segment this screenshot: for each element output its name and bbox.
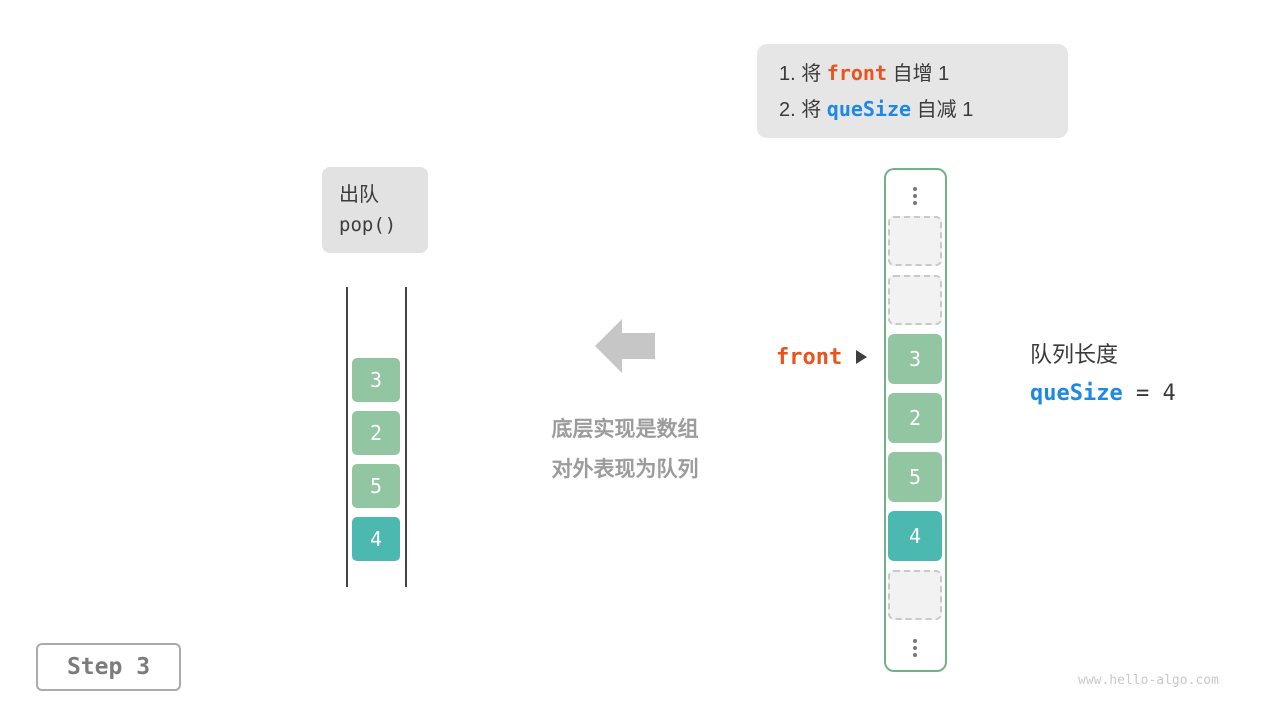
step-badge: Step 3 xyxy=(36,643,181,691)
array-cell-empty xyxy=(888,216,942,266)
array-cell-front: 3 xyxy=(888,334,942,384)
front-arrow-icon xyxy=(856,350,868,364)
queue-item-tail: 4 xyxy=(352,517,400,561)
instruction-text: 1. 将 xyxy=(779,63,827,85)
quesize-code-text: queSize xyxy=(826,97,912,121)
caption: 底层实现是数组 对外表现为队列 xyxy=(505,410,745,490)
array-cell: 5 xyxy=(888,452,942,502)
caption-line-2: 对外表现为队列 xyxy=(551,458,699,481)
ellipsis-top-icon xyxy=(888,182,942,210)
queue-size-value: queSize = 4 xyxy=(1030,378,1176,409)
queue-item: 3 xyxy=(352,358,400,402)
queue-item: 5 xyxy=(352,464,400,508)
queue-wall-right xyxy=(405,287,407,587)
array-cell-empty xyxy=(888,275,942,325)
front-code-text: front xyxy=(826,61,888,85)
left-arrow-icon xyxy=(595,319,655,373)
instruction-line-1: 1. 将 front 自增 1 xyxy=(779,56,1046,92)
quesize-code-text: queSize xyxy=(1030,381,1123,406)
operation-title: 出队 xyxy=(339,184,379,206)
array-cell-tail: 4 xyxy=(888,511,942,561)
array-cell-empty xyxy=(888,570,942,620)
instruction-box: 1. 将 front 自增 1 2. 将 queSize 自减 1 xyxy=(757,44,1068,138)
array-cell: 2 xyxy=(888,393,942,443)
queue-wall-left xyxy=(346,287,348,587)
operation-code: pop() xyxy=(339,214,397,236)
instruction-text: 自减 1 xyxy=(911,99,974,121)
front-pointer: front xyxy=(776,344,868,370)
ellipsis-bottom-icon xyxy=(888,634,942,662)
instruction-text: 2. 将 xyxy=(779,99,827,121)
queue-length-info: 队列长度 queSize = 4 xyxy=(1030,340,1176,409)
queue-item: 2 xyxy=(352,411,400,455)
front-pointer-label: front xyxy=(776,344,843,370)
instruction-line-2: 2. 将 queSize 自减 1 xyxy=(779,92,1046,128)
quesize-equals-text: = 4 xyxy=(1122,381,1176,406)
array-container: 3 2 5 4 xyxy=(884,168,947,672)
step-badge-label: Step 3 xyxy=(66,654,151,680)
operation-box: 出队 pop() xyxy=(322,167,428,253)
instruction-text: 自增 1 xyxy=(887,63,950,85)
queue-length-label: 队列长度 xyxy=(1030,342,1119,367)
watermark: www.hello-algo.com xyxy=(1078,673,1219,688)
caption-line-1: 底层实现是数组 xyxy=(551,418,699,441)
